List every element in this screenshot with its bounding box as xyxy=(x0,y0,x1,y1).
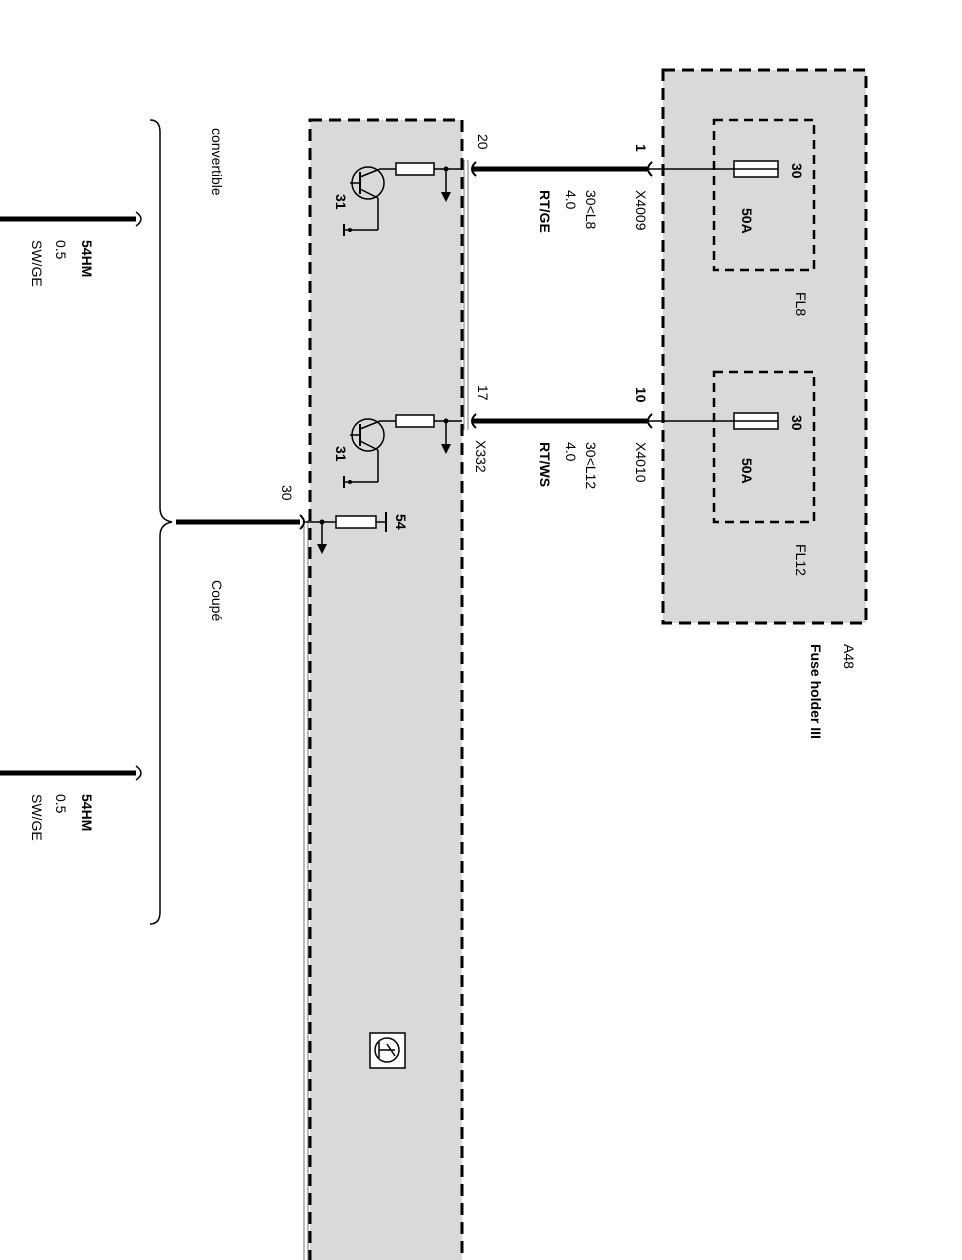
fuse-symbol-fl12 xyxy=(648,412,779,430)
module-signal-54: 54 xyxy=(393,514,409,530)
fuse-fl12-rating: 50A xyxy=(739,458,755,484)
module-box xyxy=(308,118,464,1260)
connector-pin17-hook xyxy=(471,413,477,429)
module-ground-31-a: 31 xyxy=(333,194,349,210)
module-connector-x332: X332 xyxy=(473,440,489,473)
fuse-fl8-rating: 50A xyxy=(739,208,755,234)
fuse-fl8-terminal: 30 xyxy=(789,163,805,179)
wire-l8-circuit: 30<L8 xyxy=(583,190,599,230)
variant-coupe-gauge: 0.5 xyxy=(53,794,69,814)
fuse-holder-ref: A48 xyxy=(841,644,857,669)
module-pin-20: 20 xyxy=(475,134,491,150)
variant-convertible-circuit: 54HM xyxy=(79,240,95,277)
fuse-fl12-terminal: 30 xyxy=(789,415,805,431)
driver-circuit-pin20 xyxy=(343,162,462,236)
fuse-fl12-box xyxy=(712,370,816,524)
variant-wire-convertible-hook xyxy=(135,211,142,227)
fuse-fl12-ref: FL12 xyxy=(793,544,809,576)
module-ground-31-b: 31 xyxy=(333,446,349,462)
fuse-holder-name: Fuse holder III xyxy=(808,644,824,739)
wire-l8-gauge: 4.0 xyxy=(563,190,579,210)
variant-coupe-label: Coupé xyxy=(209,580,225,621)
fuse-symbol-fl8 xyxy=(648,160,779,178)
fuse-fl8-box xyxy=(712,118,816,272)
variant-coupe-color: SW/GE xyxy=(29,794,45,841)
variant-wire-coupe-hook xyxy=(135,765,142,781)
wire-l8-color: RT/GE xyxy=(537,190,553,233)
connector-x4010-label: X4010 xyxy=(633,442,649,483)
connector-x4010-pin: 10 xyxy=(633,387,649,403)
fuse-fl8-ref: FL8 xyxy=(793,292,809,316)
input-circuit-pin30 xyxy=(176,512,387,554)
connector-pin20-hook xyxy=(471,161,477,177)
wire-l12-color: RT/WS xyxy=(537,442,553,487)
wire-l12-gauge: 4.0 xyxy=(563,442,579,462)
variant-convertible-gauge: 0.5 xyxy=(53,240,69,260)
module-component-icon xyxy=(369,1032,406,1069)
connector-x4009-pin: 1 xyxy=(633,144,649,152)
connector-x4009-label: X4009 xyxy=(633,190,649,231)
variant-coupe-circuit: 54HM xyxy=(79,794,95,831)
variant-convertible-label: convertible xyxy=(209,128,225,196)
module-pin-17: 17 xyxy=(475,385,491,401)
variant-convertible-color: SW/GE xyxy=(29,240,45,287)
wire-l12-circuit: 30<L12 xyxy=(583,442,599,489)
module-pin-30: 30 xyxy=(279,485,295,501)
driver-circuit-pin17 xyxy=(343,414,462,488)
variant-brace xyxy=(149,119,173,925)
